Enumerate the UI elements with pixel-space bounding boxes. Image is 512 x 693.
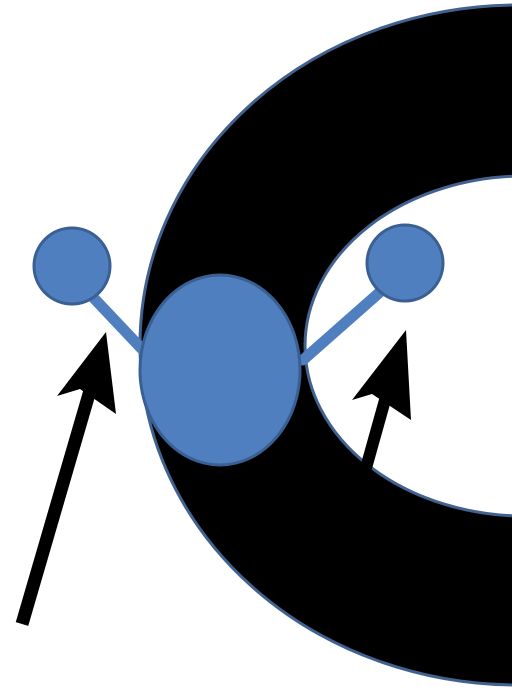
inner-connector-line (303, 292, 380, 360)
central-node (140, 275, 300, 465)
outer-arrow-shaft (22, 370, 96, 624)
outer-node (34, 228, 110, 304)
inner-node (367, 225, 443, 301)
